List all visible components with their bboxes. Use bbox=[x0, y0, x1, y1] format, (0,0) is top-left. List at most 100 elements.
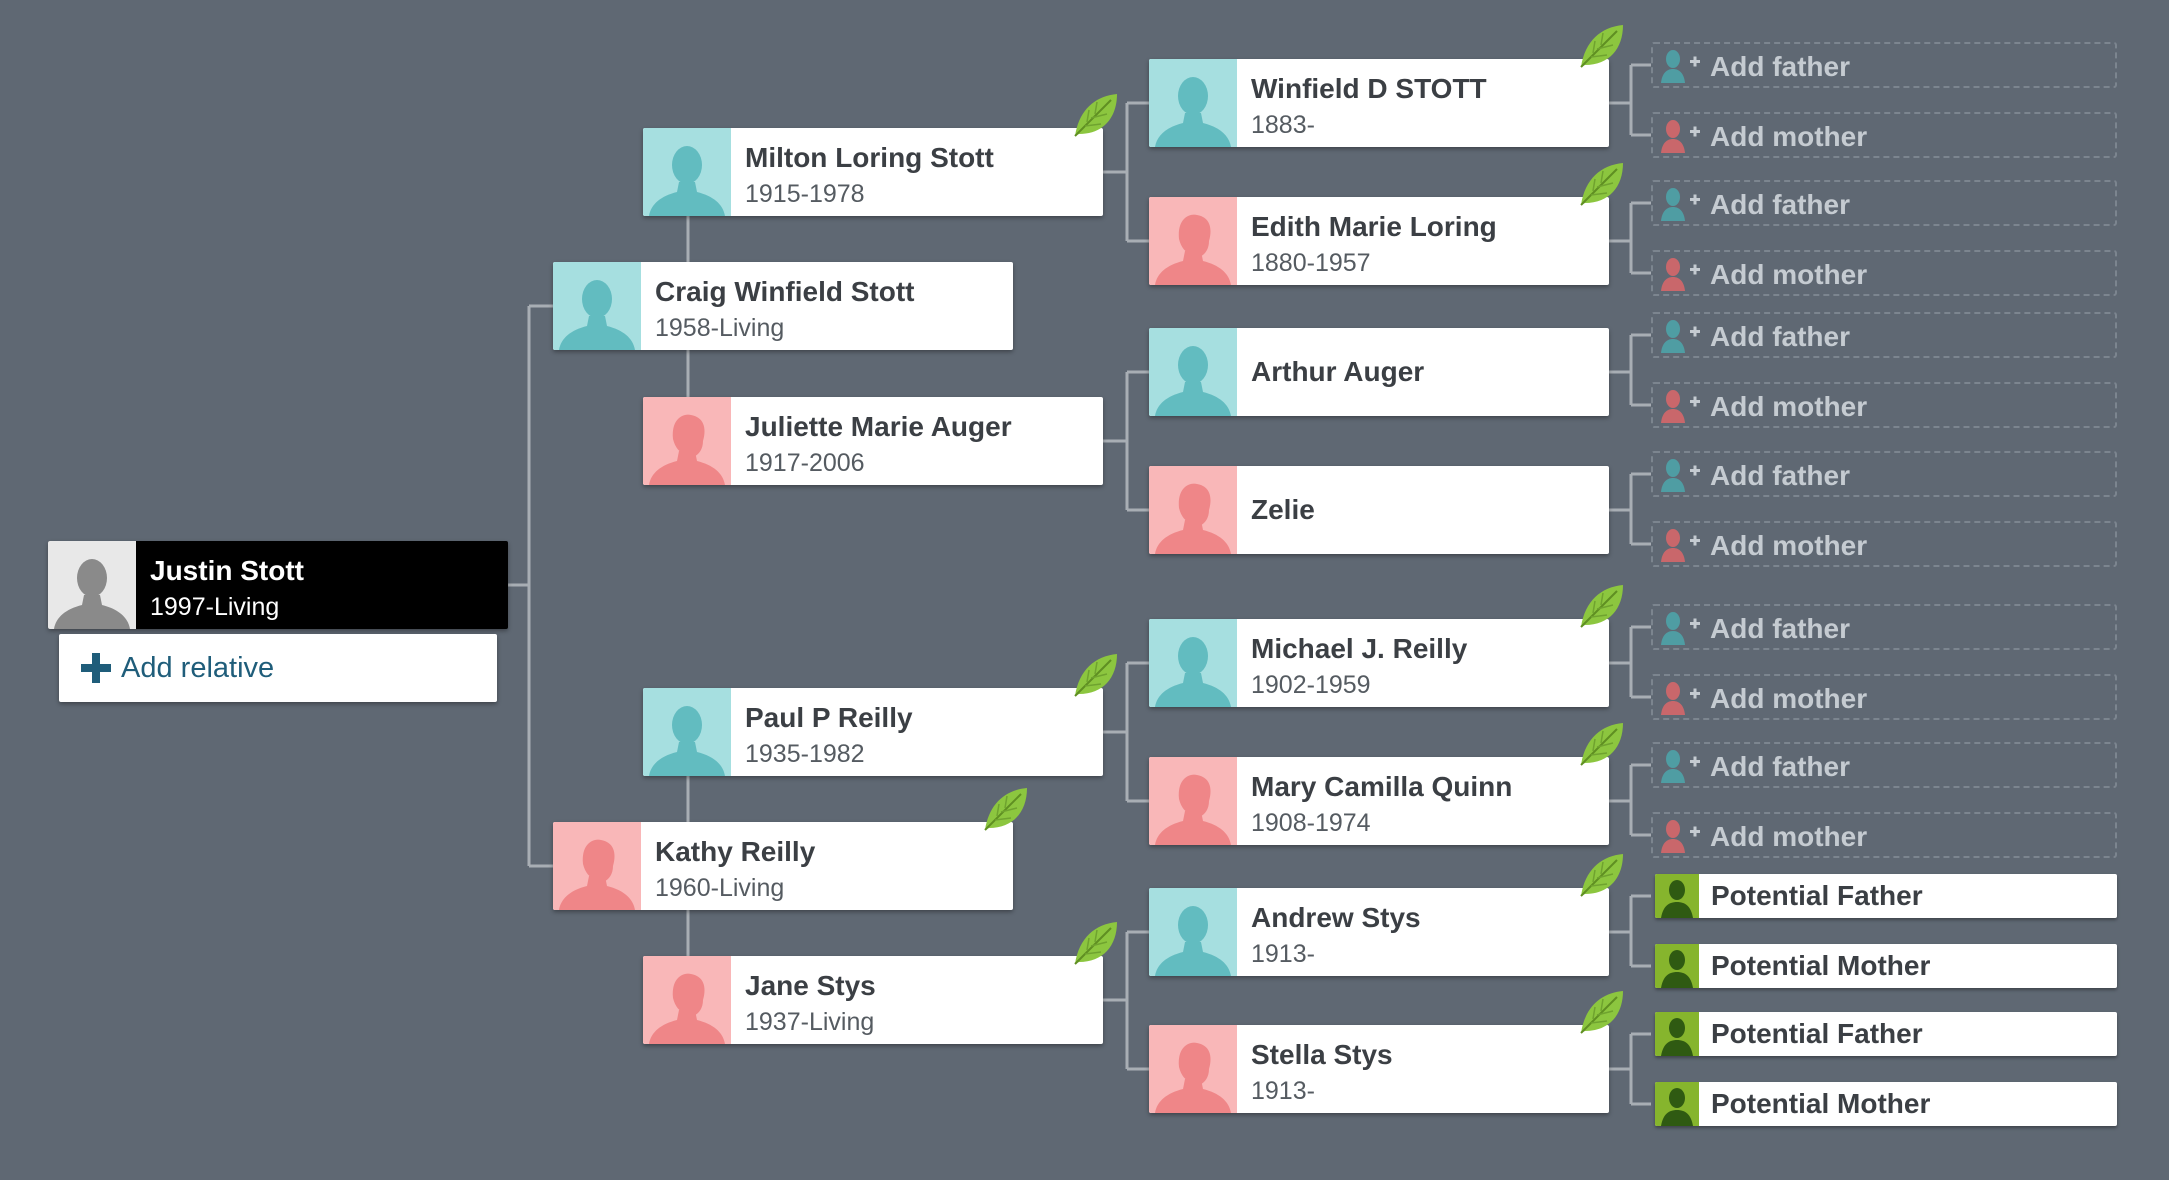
add-mother-label: Add mother bbox=[1710, 121, 1868, 152]
person-card-great-grandparent[interactable]: Winfield D STOTT 1883- bbox=[1149, 25, 1623, 147]
record-hint-leaf-icon[interactable] bbox=[1577, 852, 1625, 905]
person-card-maternal-grandmother[interactable]: Jane Stys 1937-Living bbox=[643, 922, 1117, 1044]
female-person-icon bbox=[643, 397, 731, 485]
potential-male-person-icon bbox=[1655, 1012, 1699, 1056]
person-name: Arthur Auger bbox=[1251, 356, 1425, 387]
person-name: Edith Marie Loring bbox=[1251, 211, 1497, 242]
person-card-great-grandparent[interactable]: Mary Camilla Quinn 1908-1974 bbox=[1149, 723, 1623, 845]
person-dates: 1937-Living bbox=[745, 1008, 875, 1036]
person-name: Zelie bbox=[1251, 494, 1315, 525]
add-female-person-icon bbox=[1659, 119, 1707, 158]
unknown-person-icon bbox=[48, 541, 136, 629]
male-person-icon bbox=[643, 128, 731, 216]
add-mother-label: Add mother bbox=[1710, 391, 1868, 422]
add-mother-slot[interactable]: Add mother bbox=[1651, 112, 2117, 158]
person-card-mother[interactable]: Kathy Reilly 1960-Living bbox=[553, 788, 1027, 910]
add-male-person-icon bbox=[1659, 319, 1707, 358]
add-relative-label: Add relative bbox=[121, 652, 275, 684]
female-person-icon bbox=[1149, 197, 1237, 285]
potential-father-button[interactable]: Potential Father bbox=[1655, 874, 2117, 918]
add-father-slot[interactable]: Add father bbox=[1651, 312, 2117, 358]
add-father-label: Add father bbox=[1710, 751, 1850, 782]
root-person-card[interactable]: Justin Stott 1997-Living bbox=[48, 541, 508, 629]
add-father-label: Add father bbox=[1710, 613, 1850, 644]
person-dates: 1915-1978 bbox=[745, 180, 865, 208]
potential-mother-label: Potential Mother bbox=[1711, 1088, 1931, 1119]
person-name: Kathy Reilly bbox=[655, 836, 816, 867]
person-name: Jane Stys bbox=[745, 970, 876, 1001]
add-female-person-icon bbox=[1659, 528, 1707, 567]
person-dates: 1913- bbox=[1251, 1077, 1315, 1105]
person-card-great-grandparent[interactable]: Andrew Stys 1913- bbox=[1149, 854, 1623, 976]
add-male-person-icon bbox=[1659, 187, 1707, 226]
person-card-paternal-grandfather[interactable]: Milton Loring Stott 1915-1978 bbox=[643, 94, 1117, 216]
potential-female-person-icon bbox=[1655, 1082, 1699, 1126]
add-male-person-icon bbox=[1659, 749, 1707, 788]
record-hint-leaf-icon[interactable] bbox=[1577, 989, 1625, 1042]
add-father-label: Add father bbox=[1710, 321, 1850, 352]
potential-mother-button[interactable]: Potential Mother bbox=[1655, 1082, 2117, 1126]
record-hint-leaf-icon[interactable] bbox=[1577, 721, 1625, 774]
person-card-great-grandparent[interactable]: Edith Marie Loring 1880-1957 bbox=[1149, 163, 1623, 285]
person-card-great-grandparent[interactable]: Michael J. Reilly 1902-1959 bbox=[1149, 585, 1623, 707]
person-name: Stella Stys bbox=[1251, 1039, 1393, 1070]
add-mother-label: Add mother bbox=[1710, 821, 1868, 852]
add-mother-slot[interactable]: Add mother bbox=[1651, 382, 2117, 428]
add-relative-button[interactable]: Add relative bbox=[59, 634, 497, 702]
female-person-icon bbox=[1149, 1025, 1237, 1113]
person-card-father[interactable]: Craig Winfield Stott 1958-Living bbox=[553, 262, 1013, 350]
person-name: Mary Camilla Quinn bbox=[1251, 771, 1513, 802]
person-name: Andrew Stys bbox=[1251, 902, 1421, 933]
person-card-paternal-grandmother[interactable]: Juliette Marie Auger 1917-2006 bbox=[643, 397, 1103, 485]
add-male-person-icon bbox=[1659, 49, 1707, 88]
person-card-maternal-grandfather[interactable]: Paul P Reilly 1935-1982 bbox=[643, 654, 1117, 776]
record-hint-leaf-icon[interactable] bbox=[1071, 92, 1119, 145]
record-hint-leaf-icon[interactable] bbox=[1577, 583, 1625, 636]
female-person-icon bbox=[553, 822, 641, 910]
add-mother-slot[interactable]: Add mother bbox=[1651, 250, 2117, 296]
add-female-person-icon bbox=[1659, 257, 1707, 296]
record-hint-leaf-icon[interactable] bbox=[1577, 23, 1625, 76]
add-mother-label: Add mother bbox=[1710, 683, 1868, 714]
potential-male-person-icon bbox=[1655, 874, 1699, 918]
person-dates: 1917-2006 bbox=[745, 449, 865, 477]
add-mother-slot[interactable]: Add mother bbox=[1651, 674, 2117, 720]
add-male-person-icon bbox=[1659, 458, 1707, 497]
person-card-great-grandparent[interactable]: Stella Stys 1913- bbox=[1149, 991, 1623, 1113]
potential-father-label: Potential Father bbox=[1711, 1018, 1923, 1049]
person-name: Juliette Marie Auger bbox=[745, 411, 1012, 442]
person-dates: 1960-Living bbox=[655, 874, 785, 902]
potential-mother-button[interactable]: Potential Mother bbox=[1655, 944, 2117, 988]
person-dates: 1935-1982 bbox=[745, 740, 865, 768]
add-father-label: Add father bbox=[1710, 189, 1850, 220]
add-father-slot[interactable]: Add father bbox=[1651, 604, 2117, 650]
add-female-person-icon bbox=[1659, 681, 1707, 720]
add-mother-slot[interactable]: Add mother bbox=[1651, 812, 2117, 858]
male-person-icon bbox=[553, 262, 641, 350]
person-dates: 1908-1974 bbox=[1251, 809, 1371, 837]
add-father-label: Add father bbox=[1710, 51, 1850, 82]
add-father-slot[interactable]: Add father bbox=[1651, 742, 2117, 788]
male-person-icon bbox=[1149, 619, 1237, 707]
add-male-person-icon bbox=[1659, 611, 1707, 650]
add-father-slot[interactable]: Add father bbox=[1651, 42, 2117, 88]
person-card-great-grandparent[interactable]: Arthur Auger bbox=[1149, 328, 1609, 416]
add-father-slot[interactable]: Add father bbox=[1651, 180, 2117, 226]
add-father-slot[interactable]: Add father bbox=[1651, 451, 2117, 497]
person-name: Craig Winfield Stott bbox=[655, 276, 915, 307]
record-hint-leaf-icon[interactable] bbox=[1071, 920, 1119, 973]
record-hint-leaf-icon[interactable] bbox=[1071, 652, 1119, 705]
potential-father-button[interactable]: Potential Father bbox=[1655, 1012, 2117, 1056]
root-person-dates: 1997-Living bbox=[150, 593, 280, 621]
add-mother-slot[interactable]: Add mother bbox=[1651, 521, 2117, 567]
root-person-name: Justin Stott bbox=[150, 555, 304, 586]
record-hint-leaf-icon[interactable] bbox=[981, 786, 1029, 839]
potential-father-label: Potential Father bbox=[1711, 880, 1923, 911]
person-card-great-grandparent[interactable]: Zelie bbox=[1149, 466, 1609, 554]
person-name: Milton Loring Stott bbox=[745, 142, 994, 173]
add-father-label: Add father bbox=[1710, 460, 1850, 491]
add-mother-label: Add mother bbox=[1710, 530, 1868, 561]
record-hint-leaf-icon[interactable] bbox=[1577, 161, 1625, 214]
potential-female-person-icon bbox=[1655, 944, 1699, 988]
